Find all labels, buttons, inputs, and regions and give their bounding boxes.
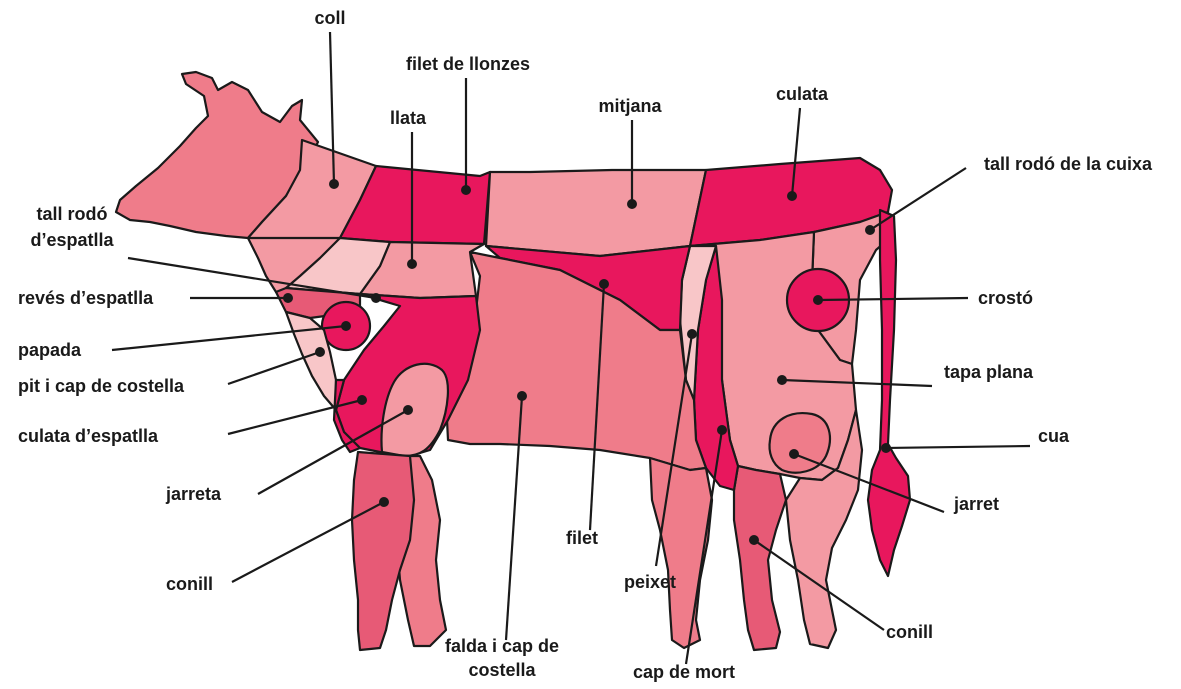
label-culata: culata [776, 84, 829, 104]
label-coll: coll [314, 8, 345, 28]
label-jarreta: jarreta [165, 484, 222, 504]
dot-conill-left [379, 497, 389, 507]
label-falda-2: costella [468, 660, 536, 680]
region-mitjana [486, 170, 706, 256]
dot-conill-right [749, 535, 759, 545]
dot-culata-espatlla [357, 395, 367, 405]
label-conill-right: conill [886, 622, 933, 642]
label-papada: papada [18, 340, 82, 360]
dot-cap-mort [717, 425, 727, 435]
leader-pit [228, 352, 320, 384]
dot-papada [341, 321, 351, 331]
label-filet: filet [566, 528, 598, 548]
dot-cua [881, 443, 891, 453]
dot-reves-espatlla [283, 293, 293, 303]
cow-illustration [116, 72, 910, 650]
label-jarret: jarret [953, 494, 999, 514]
label-cua: cua [1038, 426, 1070, 446]
region-conill-left [352, 452, 414, 650]
dot-falda [517, 391, 527, 401]
label-culata-espatlla: culata d’espatlla [18, 426, 159, 446]
dot-tall-rodo-espatlla [371, 293, 381, 303]
leader-cua [886, 446, 1030, 448]
label-tapa-plana: tapa plana [944, 362, 1034, 382]
label-tall-rodo-espatlla-1: tall rodó [37, 204, 108, 224]
label-tall-rodo-cuixa: tall rodó de la cuixa [984, 154, 1153, 174]
dot-mitjana [627, 199, 637, 209]
dot-llata [407, 259, 417, 269]
label-llata: llata [390, 108, 427, 128]
dot-tall-rodo-cuixa [865, 225, 875, 235]
dot-culata [787, 191, 797, 201]
label-crosto: crostó [978, 288, 1033, 308]
dot-filet [599, 279, 609, 289]
dot-pit [315, 347, 325, 357]
dot-jarreta [403, 405, 413, 415]
dot-filet-llonzes [461, 185, 471, 195]
dot-coll [329, 179, 339, 189]
label-mitjana: mitjana [598, 96, 662, 116]
region-cua [868, 210, 910, 576]
label-falda-1: falda i cap de [445, 636, 559, 656]
label-reves-espatlla: revés d’espatlla [18, 288, 154, 308]
dot-tapa-plana [777, 375, 787, 385]
label-pit: pit i cap de costella [18, 376, 185, 396]
label-tall-rodo-espatlla-2: d’espatlla [30, 230, 114, 250]
label-peixet: peixet [624, 572, 676, 592]
dot-crosto [813, 295, 823, 305]
dot-jarret [789, 449, 799, 459]
dot-peixet [687, 329, 697, 339]
label-conill-left: conill [166, 574, 213, 594]
label-cap-mort: cap de mort [633, 662, 735, 682]
label-filet-llonzes: filet de llonzes [406, 54, 530, 74]
